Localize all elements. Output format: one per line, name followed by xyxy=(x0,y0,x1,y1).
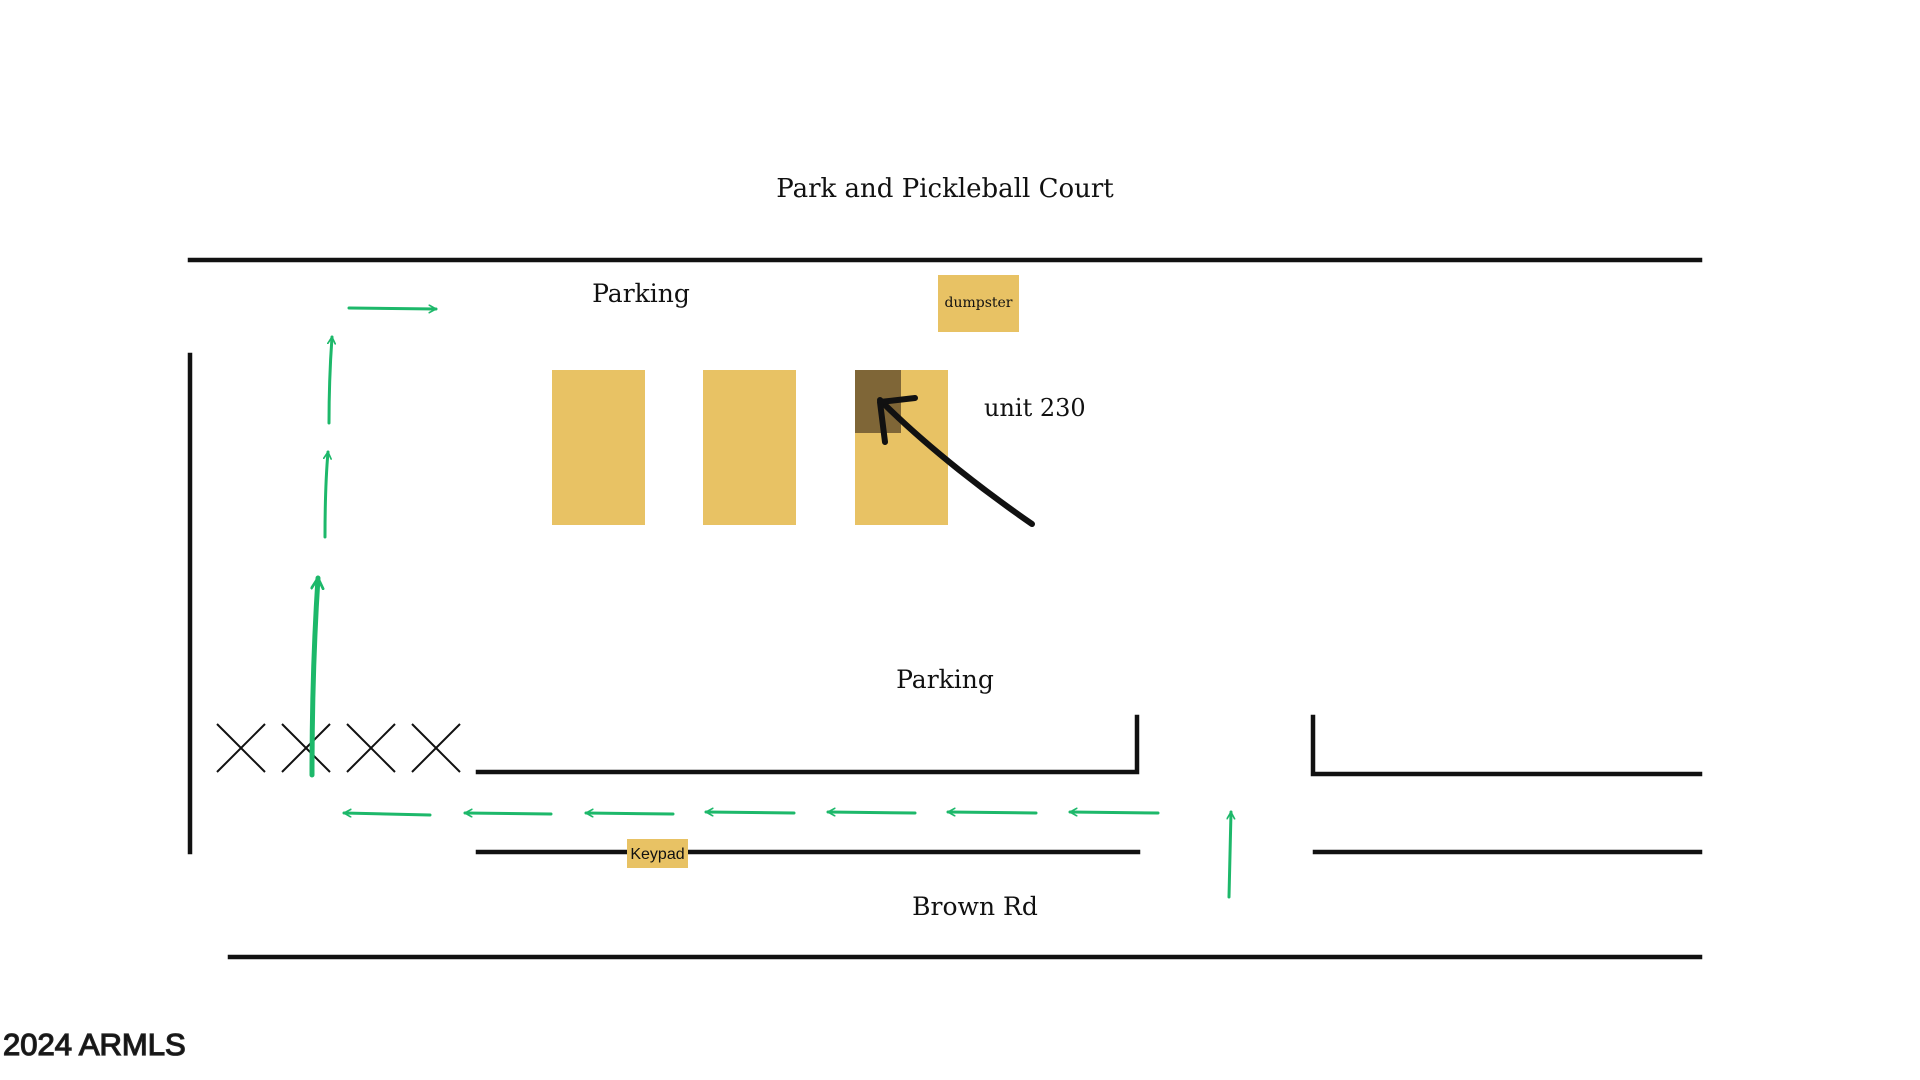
route-arrow-up-2 xyxy=(325,452,328,539)
route-arrow-right-top xyxy=(347,308,436,309)
unit-label: unit 230 xyxy=(984,394,1086,422)
map-title: Park and Pickleball Court xyxy=(776,174,1114,204)
keypad-label: Keypad xyxy=(630,846,684,863)
road-label: Brown Rd xyxy=(912,892,1038,921)
route-arrow-left-7 xyxy=(344,813,432,815)
unit-pointer-arrow xyxy=(877,395,1035,527)
route-arrow-left-2 xyxy=(948,812,1038,813)
route-arrow-up-3 xyxy=(329,337,332,425)
route-arrow-left-4 xyxy=(706,812,796,813)
route-arrow-left-5 xyxy=(586,813,675,814)
building-2 xyxy=(703,370,796,525)
route-arrow-left-3 xyxy=(828,812,917,813)
route-arrow-left-1 xyxy=(1070,812,1160,813)
parking-label-top: Parking xyxy=(592,279,690,308)
parking-label-bottom: Parking xyxy=(896,665,994,694)
route-arrow-left-6 xyxy=(465,813,553,814)
dumpster-box xyxy=(938,275,1019,332)
route-arrow-main-up xyxy=(309,578,318,778)
blocked-crosses xyxy=(216,723,461,773)
front-wall-left xyxy=(475,714,1140,775)
keypad-box xyxy=(627,839,688,868)
copyright-watermark: 2024 ARMLS xyxy=(3,1027,186,1062)
dumpster-label: dumpster xyxy=(944,295,1012,311)
route-arrow-entry-up xyxy=(1229,812,1231,899)
route-arrows xyxy=(309,308,1231,899)
front-wall-right xyxy=(1310,714,1703,777)
keypad: Keypad xyxy=(627,839,688,868)
dumpster: dumpster xyxy=(938,275,1019,332)
building-1 xyxy=(552,370,645,525)
